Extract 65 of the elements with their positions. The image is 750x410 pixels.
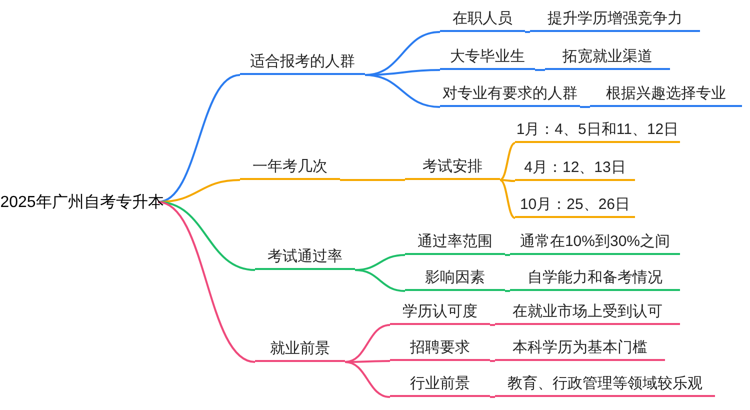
topic-label — [405, 267, 505, 291]
topic-label — [390, 337, 490, 361]
topic-text: 1月：4、5日和11、12日 — [516, 120, 679, 140]
topic-text: 2025年广州自考专升本 — [0, 193, 164, 213]
topic-label — [240, 51, 365, 75]
branch-connector — [158, 201, 256, 271]
topic-text: 招聘要求 — [410, 338, 470, 358]
branch-connector — [580, 106, 590, 108]
topic-label — [510, 267, 680, 291]
topic-text: 就业前景 — [270, 339, 330, 359]
branch-connector — [505, 290, 510, 292]
topic-text: 对专业有要求的人群 — [442, 84, 578, 104]
topic-text: 10月：25、26日 — [520, 195, 630, 215]
topic-label — [405, 231, 505, 255]
topic-text: 拓宽就业渠道 — [562, 47, 652, 67]
topic-label — [390, 373, 490, 397]
topic-text: 影响因素 — [425, 268, 485, 288]
topic-text: 行业前景 — [410, 374, 470, 394]
branch-connector — [158, 201, 256, 363]
topic-label — [255, 246, 355, 270]
topic-text: 通过率范围 — [418, 232, 492, 252]
branch-connector — [500, 179, 516, 219]
topic-text: 考试安排 — [422, 157, 482, 177]
topic-label — [495, 301, 680, 325]
topic-label — [590, 83, 742, 107]
branch-connector — [344, 361, 390, 398]
topic-text: 本科学历为基本门槛 — [512, 338, 648, 358]
topic-text: 根据兴趣选择专业 — [606, 84, 726, 104]
topic-label — [530, 8, 700, 32]
topic-text: 4月：12、13日 — [524, 158, 626, 178]
topic-text: 教育、行政管理等领域较乐观 — [508, 374, 702, 394]
branch-connector — [490, 324, 495, 326]
topic-text: 适合报考的人群 — [250, 52, 355, 72]
branch-connector — [490, 360, 495, 362]
topic-label — [495, 373, 715, 397]
branch-connector — [344, 324, 390, 363]
topic-text: 通常在10%到30%之间 — [520, 232, 670, 252]
topic-text: 自学能力和备考情况 — [528, 268, 662, 288]
branch-connector — [500, 142, 516, 181]
topic-text: 提升学历增强竞争力 — [548, 9, 682, 29]
branch-connector — [340, 179, 405, 181]
topic-label — [240, 156, 340, 180]
topic-text: 一年考几次 — [252, 157, 328, 177]
branch-connector — [490, 396, 495, 398]
topic-text: 大专毕业生 — [450, 47, 525, 67]
branch-connector — [364, 74, 440, 108]
topic-text: 在就业市场上受到认可 — [512, 302, 662, 322]
topic-label — [405, 156, 500, 180]
topic-label — [440, 8, 525, 32]
topic-label — [390, 301, 490, 325]
topic-label — [440, 46, 535, 70]
branch-connector — [535, 69, 545, 71]
topic-label — [545, 46, 670, 70]
topic-text: 学历认可度 — [402, 302, 478, 322]
branch-connector — [345, 360, 390, 363]
topic-label — [255, 338, 345, 362]
topic-text: 考试通过率 — [268, 247, 342, 267]
branch-connector — [505, 254, 510, 256]
topic-label — [495, 337, 665, 361]
branch-connector — [158, 74, 240, 203]
branch-connector — [525, 31, 530, 33]
topic-text: 在职人员 — [452, 9, 512, 29]
topic-label — [510, 231, 680, 255]
branch-connector — [354, 269, 406, 292]
branch-connector — [500, 179, 516, 182]
